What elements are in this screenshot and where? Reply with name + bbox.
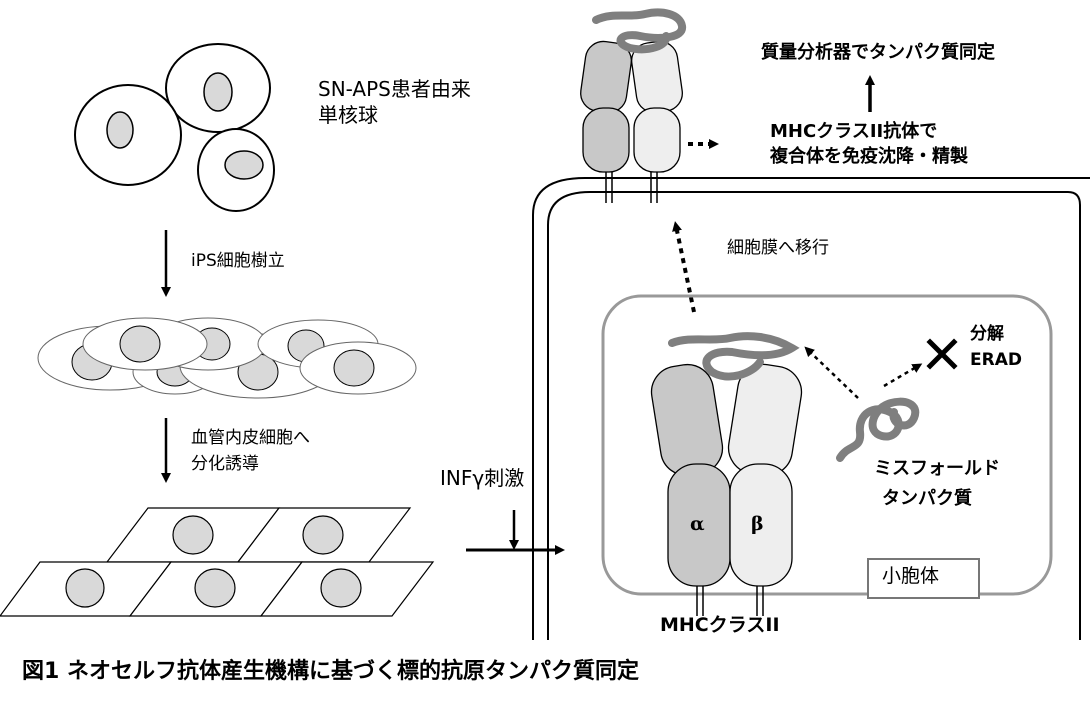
membrane-transport-label: 細胞膜へ移行: [727, 238, 829, 258]
degradation-label-line2: ERAD: [970, 350, 1022, 370]
ips-cell-nucleus: [119, 325, 161, 363]
vesicle: [601, 294, 1053, 596]
donor-cells-label-line1: SN-APS患者由来: [318, 77, 471, 101]
arrow-misfolded-to-mhc: [804, 346, 859, 399]
endothelial-nucleus: [302, 515, 344, 555]
mhc-label: MHCクラスII: [660, 614, 780, 636]
endothelial-nucleus: [194, 568, 236, 608]
er-alpha-upper: [650, 363, 724, 477]
cross-icon: [926, 338, 958, 370]
endothelial-nucleus: [65, 568, 105, 608]
mass-spec-label: 質量分析器でタンパク質同定: [761, 42, 995, 63]
ips-colony: [37, 317, 417, 399]
step-ips-label: iPS細胞樹立: [191, 251, 285, 271]
er-bound-peptide: [668, 332, 800, 381]
surface-alpha-lower: [582, 107, 630, 173]
alpha-label: α: [690, 513, 705, 535]
misfolded-label-line2: タンパク質: [882, 488, 972, 509]
step-differentiation-line2: 分化誘導: [191, 454, 259, 474]
beta-label: β: [751, 513, 764, 535]
misfolded-protein: [836, 397, 920, 462]
er-mhc-complex: [650, 332, 803, 616]
immunoprecipitation-line1: MHCクラスII抗体で: [770, 121, 938, 142]
ips-cell-nucleus: [333, 349, 375, 387]
arrow-to-membrane: [672, 221, 696, 313]
stimulus-label: INFγ刺激: [440, 466, 525, 490]
endothelial-nucleus: [320, 568, 362, 608]
endothelial-cells: [0, 507, 435, 617]
surface-beta-lower: [633, 107, 681, 173]
er-beta-lower: [729, 463, 793, 587]
degradation-label-line1: 分解: [970, 324, 1004, 344]
arrow-misfolded-to-erad: [883, 363, 923, 388]
donor-cells-label-line2: 単核球: [318, 103, 378, 127]
vesicle-label-box: [867, 558, 980, 599]
surface-bound-peptide: [592, 8, 686, 54]
donor-cell-nucleus: [224, 150, 264, 180]
donor-cell-nucleus: [203, 72, 233, 112]
immunoprecipitation-line2: 複合体を免疫沈降・精製: [770, 146, 968, 167]
step-differentiation-line1: 血管内皮細胞へ: [191, 428, 310, 448]
vesicle-label: 小胞体: [882, 565, 940, 587]
donor-cells: [74, 43, 275, 212]
figure-caption: 図1 ネオセルフ抗体産生機構に基づく標的抗原タンパク質同定: [22, 659, 639, 684]
misfolded-label-line1: ミスフォールド: [874, 458, 1000, 479]
donor-cell-nucleus: [106, 111, 134, 149]
surface-mhc-complex: [580, 8, 686, 203]
endothelial-nucleus: [172, 515, 214, 555]
cell-membrane: [532, 177, 1090, 640]
